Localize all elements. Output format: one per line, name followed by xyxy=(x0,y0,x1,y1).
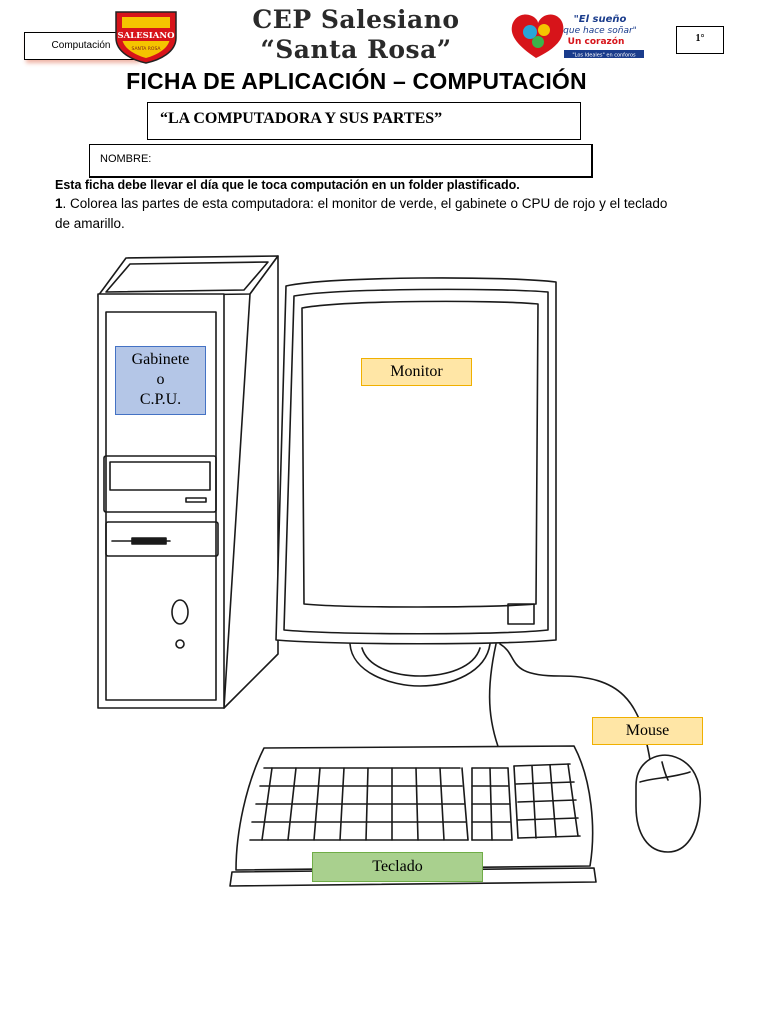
grade-box: 1° xyxy=(676,26,724,54)
instruction-text: Esta ficha debe llevar el día que le toc… xyxy=(55,178,520,192)
mouse-label: Mouse xyxy=(592,717,703,745)
mouse-drawing xyxy=(635,754,702,853)
heart-logo-text-3: Un corazón xyxy=(568,36,625,47)
cpu-label: Gabinete o C.P.U. xyxy=(115,346,206,415)
keyboard-label: Teclado xyxy=(312,852,483,882)
name-field[interactable]: NOMBRE: xyxy=(89,144,593,178)
task-body: . Colorea las partes de esta computadora… xyxy=(55,196,668,231)
crest-text: SALESIANO xyxy=(117,31,175,41)
monitor-label: Monitor xyxy=(361,358,472,386)
heart-logo: "El sueño que hace soñar" Un corazón "Lo… xyxy=(511,14,644,59)
cpu-tower-drawing xyxy=(97,255,279,709)
task-text: 1. Colorea las partes de esta computador… xyxy=(55,194,675,234)
cpu-label-line2: o xyxy=(156,371,165,388)
keyboard-main-keys xyxy=(249,767,469,841)
heart-logo-text-2: que hace soñar" xyxy=(563,26,637,36)
monitor-drawing xyxy=(275,277,557,687)
school-name-line2: “Santa Rosa” xyxy=(260,35,452,64)
school-crest-logo: SALESIANO SANTA ROSA xyxy=(115,11,177,64)
crest-subtext: SANTA ROSA xyxy=(132,46,162,52)
keyboard-cable xyxy=(488,643,501,753)
cpu-label-line1: Gabinete xyxy=(131,351,190,368)
cpu-label-line3: C.P.U. xyxy=(139,391,182,408)
name-label: NOMBRE: xyxy=(100,153,152,165)
worksheet-title: FICHA DE APLICACIÓN – COMPUTACIÓN xyxy=(126,68,587,94)
school-name: CEP Salesiano “Santa Rosa” xyxy=(196,5,516,65)
school-name-line1: CEP Salesiano xyxy=(252,5,460,34)
heart-logo-text-1: "El sueño xyxy=(574,14,627,25)
task-number: 1 xyxy=(55,196,63,211)
keyboard-numpad-keys xyxy=(471,763,581,841)
heart-logo-text-4: "Los Ideales" en conforos xyxy=(572,53,636,59)
worksheet-subtitle: “LA COMPUTADORA Y SUS PARTES” xyxy=(147,102,581,140)
